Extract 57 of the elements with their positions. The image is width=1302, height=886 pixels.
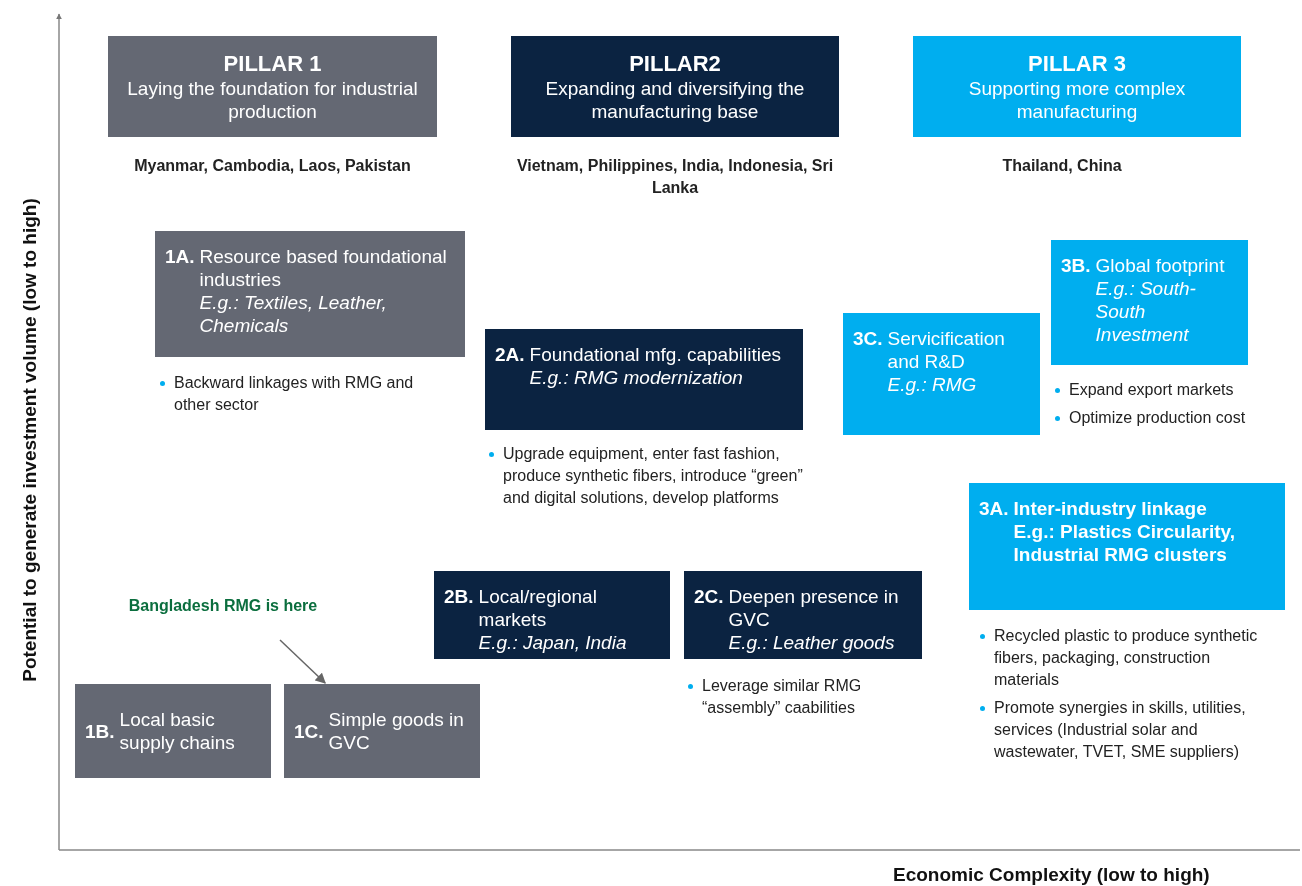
item-code: 3A. — [979, 497, 1009, 520]
item-title: Foundational mfg. capabilities — [529, 343, 781, 366]
example-text: E.g.: Leather goods — [728, 631, 896, 654]
pillar-box — [511, 36, 839, 137]
item-title: Simple goods in GVC — [328, 708, 465, 754]
strategy-box — [969, 483, 1285, 610]
bullet-point: Expand export markets — [1053, 379, 1302, 401]
strategy-box — [684, 571, 922, 659]
pillar-subtitle: Laying the foundation for industrial production — [126, 77, 419, 123]
bullet-point: Upgrade equipment, enter fast fashion, produce synthetic fibers, introduce “green” and digital solutions, develop platforms — [487, 443, 817, 509]
bullet-point: Leverage similar RMG “assembly” caabilities — [686, 675, 926, 719]
example-text: E.g.: RMG — [887, 373, 978, 396]
country-list: Myanmar, Cambodia, Laos, Pakistan — [108, 155, 437, 177]
bullet-point: Backward linkages with RMG and other sector — [158, 372, 428, 416]
item-title: Resource based foundational industries — [199, 245, 448, 291]
x-axis-title: Economic Complexity (low to high) — [893, 864, 1210, 886]
pillar-title: PILLAR 1 — [223, 50, 322, 77]
bullet-point: Recycled plastic to produce synthetic fibers, packaging, construction materials — [978, 625, 1278, 691]
pillar-box — [108, 36, 437, 137]
item-code: 1C. — [294, 719, 324, 743]
pillar-subtitle: Supporting more complex manufacturing — [967, 77, 1187, 123]
strategy-box — [485, 329, 803, 430]
strategy-box — [434, 571, 670, 659]
item-title: Local basic supply chains — [119, 708, 236, 754]
example-text: E.g.: South-South Investment — [1095, 277, 1197, 346]
item-code: 3C. — [853, 327, 883, 350]
arrow — [279, 639, 326, 684]
bullet-point: Optimize production cost — [1053, 407, 1302, 429]
country-list: Vietnam, Philippines, India, Indonesia, Sri Lanka — [511, 155, 839, 199]
pillar-title: PILLAR2 — [629, 50, 721, 77]
item-code: 3B. — [1061, 254, 1091, 277]
callout-text: Bangladesh RMG is here — [128, 595, 318, 640]
strategy-box — [843, 313, 1040, 435]
item-title: Global footprint — [1095, 254, 1226, 277]
strategy-box — [284, 684, 480, 778]
example-text: E.g.: Textiles, Leather, Chemicals — [199, 291, 388, 337]
strategy-box — [1051, 240, 1248, 365]
item-code: 2C. — [694, 585, 724, 608]
example-text: E.g.: Japan, India — [478, 631, 628, 654]
item-title: Deepen presence in GVC — [728, 585, 900, 631]
item-title: Local/regional markets — [478, 585, 598, 631]
pillar-title: PILLAR 3 — [1028, 50, 1126, 77]
item-code: 2B. — [444, 585, 474, 608]
bullet-point: Promote synergies in skills, utilities, services (Industrial solar and wastewater, TVET, SME suppliers) — [978, 697, 1278, 763]
example-text: E.g.: Plastics Circularity, Industrial RMG clusters — [1013, 520, 1236, 566]
y-axis-title: Potential to generate investment volume (low to high) — [19, 198, 41, 682]
strategy-box — [155, 231, 465, 357]
pillar-box — [913, 36, 1241, 137]
strategy-box — [75, 684, 271, 778]
country-list: Thailand, China — [913, 155, 1211, 177]
item-title: Servicification and R&D — [887, 327, 1006, 373]
item-code: 1A. — [165, 245, 195, 268]
item-code: 1B. — [85, 719, 115, 743]
item-code: 2A. — [495, 343, 525, 366]
example-text: E.g.: RMG modernization — [529, 366, 744, 389]
item-title: Inter-industry linkage — [1013, 497, 1208, 520]
pillar-subtitle: Expanding and diversifying the manufacturing base — [544, 77, 806, 123]
